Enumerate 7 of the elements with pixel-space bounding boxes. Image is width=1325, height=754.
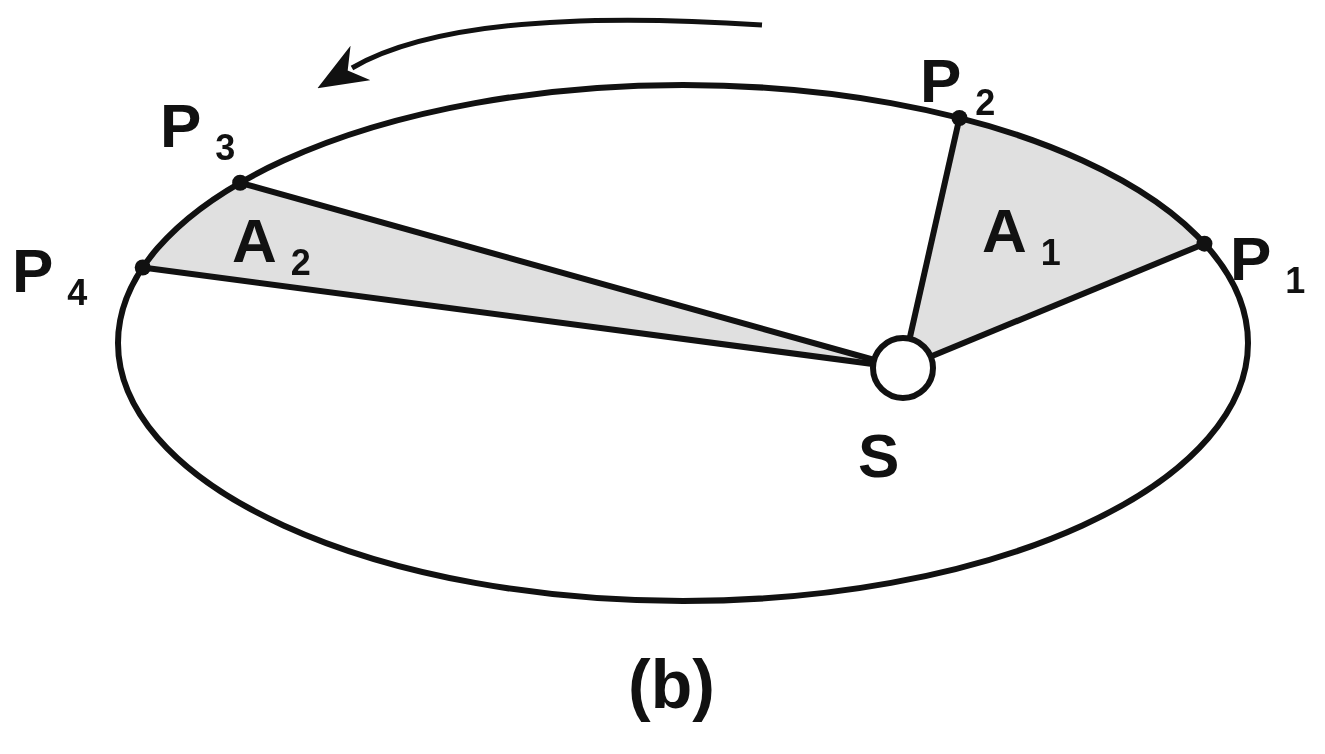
point-label: S xyxy=(858,425,900,487)
point-label: P$_{3}$ xyxy=(160,95,236,166)
area-label: A$_{2}$ xyxy=(232,210,311,281)
area-label: A$_{1}$ xyxy=(982,200,1061,271)
point-label: P$_{2}$ xyxy=(920,50,996,121)
point-label: P$_{1}$ xyxy=(1230,228,1306,299)
point-label: P$_{4}$ xyxy=(12,240,88,311)
